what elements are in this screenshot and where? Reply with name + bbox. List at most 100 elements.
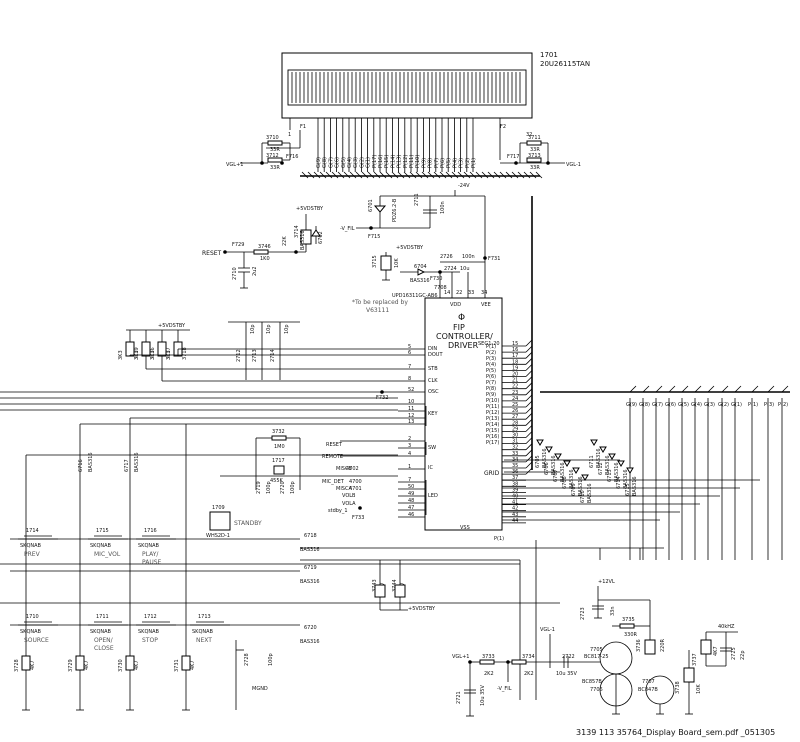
ic-right-pin-number: 42 [512, 506, 518, 512]
grid-diode [626, 467, 634, 474]
svg-text:BAS316: BAS316 [300, 579, 320, 585]
display-pin-label: G(9) [316, 157, 322, 168]
ic-title-controller: CONTROLLER/ [436, 332, 493, 341]
ic-top-pin-number: 14 [444, 290, 450, 296]
svg-text:F733: F733 [352, 515, 364, 521]
diode-value: BAS316 [578, 476, 584, 496]
ic-left-pin-number: 52 [408, 387, 414, 393]
svg-text:6701: 6701 [368, 199, 374, 212]
diode-ref: 6707 [553, 469, 559, 482]
svg-text:3733: 3733 [482, 654, 495, 660]
bus-label: G(5) [678, 402, 689, 408]
ic-segment-label: P(11) [486, 404, 499, 410]
grid-diode [563, 460, 571, 467]
grid-diode [572, 467, 580, 474]
ic-pin-name: DIN [428, 346, 437, 352]
svg-text:BAS316: BAS316 [300, 547, 320, 553]
svg-text:6719: 6719 [304, 565, 317, 571]
diode-value: BAS316 [596, 448, 602, 468]
svg-text:3746: 3746 [258, 244, 271, 250]
bus-label: P(1) [748, 402, 758, 408]
ic-right-pin-number: 29 [512, 426, 518, 432]
display-pin-label: G(3) [353, 157, 359, 168]
svg-text:33R: 33R [530, 147, 540, 153]
diode-value: BAS316 [560, 462, 566, 482]
display-pin-label: P(2) [465, 158, 471, 168]
ic-pin-name: SW [428, 445, 436, 451]
switch-ref: 1715 [96, 528, 109, 534]
vfd-display: 1701 20U26115TAN F1 F2 1 32 G(9)G(8)G(7)… [281, 51, 590, 179]
pullup-ref: 3717 [166, 347, 172, 360]
svg-text:6704: 6704 [414, 264, 427, 270]
ic-right-pin-number: 37 [512, 475, 518, 481]
svg-text:3735: 3735 [622, 617, 635, 623]
cap-ref: 2713 [252, 349, 258, 362]
pulldown-resistor [181, 655, 191, 671]
cap-value: 10p [266, 324, 272, 334]
ic-right-pin-number: 43 [512, 512, 518, 518]
svg-text:220R: 220R [660, 638, 666, 652]
grid-diode [581, 474, 589, 481]
svg-text:7707: 7707 [642, 679, 655, 685]
ic-right-pin-number: 30 [512, 433, 518, 439]
svg-text:3713: 3713 [528, 153, 541, 159]
svg-text:RESET: RESET [326, 442, 343, 448]
ic-pin-name: KEY [428, 411, 438, 417]
svg-text:V63111: V63111 [366, 307, 389, 314]
display-pin-label: P(15) [384, 155, 390, 168]
svg-text:3738: 3738 [675, 681, 681, 694]
svg-text:BAS316: BAS316 [134, 452, 140, 472]
diode-value: BAS316 [605, 455, 611, 475]
svg-text:+5VDSTBY: +5VDSTBY [158, 323, 186, 329]
switch-ref: 1711 [96, 614, 109, 620]
display-pin-label: P(12) [403, 155, 409, 168]
ic-pin-name: LED [428, 493, 438, 499]
grid-diode [590, 439, 598, 446]
svg-text:RESET: RESET [202, 250, 222, 257]
svg-text:330R: 330R [624, 632, 638, 638]
svg-text:BAS316: BAS316 [300, 639, 320, 645]
ic-left-pin-number: 13 [408, 419, 414, 425]
svg-text:2728: 2728 [244, 653, 250, 666]
switch-part: SKQNAB [138, 629, 160, 635]
cap-ref: 2712 [236, 349, 242, 362]
ic-right-pin-number: 31 [512, 439, 518, 445]
diode-value: BAS316 [551, 455, 557, 475]
svg-text:F731: F731 [488, 256, 500, 262]
diode-value: BAS316 [632, 476, 638, 496]
grid-diode [545, 446, 553, 453]
svg-text:6716: 6716 [78, 459, 84, 472]
svg-text:WHS2D-1: WHS2D-1 [206, 533, 230, 539]
svg-text:MISCA: MISCA [336, 486, 352, 492]
svg-text:*To be replaced by: *To be replaced by [352, 299, 408, 306]
pulldown-resistor [125, 655, 135, 671]
switch-ref: 1712 [144, 614, 157, 620]
ic-segment-label: P(12) [486, 410, 499, 416]
svg-text:REMOTE: REMOTE [322, 454, 343, 460]
svg-text:2K2: 2K2 [484, 671, 494, 677]
display-pin-label: P(9) [421, 158, 427, 168]
ic-segment-label: P(8) [486, 386, 496, 392]
svg-text:100p: 100p [266, 481, 272, 494]
ic-segment-label: P(3) [486, 356, 496, 362]
svg-text:4701: 4701 [349, 486, 362, 492]
svg-text:2724: 2724 [444, 266, 457, 272]
display-pin-label: P(14) [390, 155, 396, 168]
pulldown-ref: 3731 [174, 659, 180, 672]
vgl-plus-label: VGL+1 [226, 162, 243, 168]
svg-text:+5VDSTBY: +5VDSTBY [396, 245, 424, 251]
switch-label: PLAY/ [142, 551, 159, 558]
pulldown-value: 4K7 [134, 660, 140, 670]
ic-pin-name: IC [428, 465, 433, 471]
svg-text:1717: 1717 [272, 458, 285, 464]
ic-right-pin-number: 21 [512, 378, 518, 384]
bus-label: P(2) [778, 402, 788, 408]
svg-text:2u2: 2u2 [252, 266, 258, 276]
svg-text:VGL-1: VGL-1 [540, 627, 555, 633]
svg-text:VDD: VDD [450, 302, 461, 308]
svg-text:4702: 4702 [346, 466, 359, 472]
svg-text:MIC_DET: MIC_DET [322, 479, 345, 485]
display-pin-label: P(5) [446, 158, 452, 168]
